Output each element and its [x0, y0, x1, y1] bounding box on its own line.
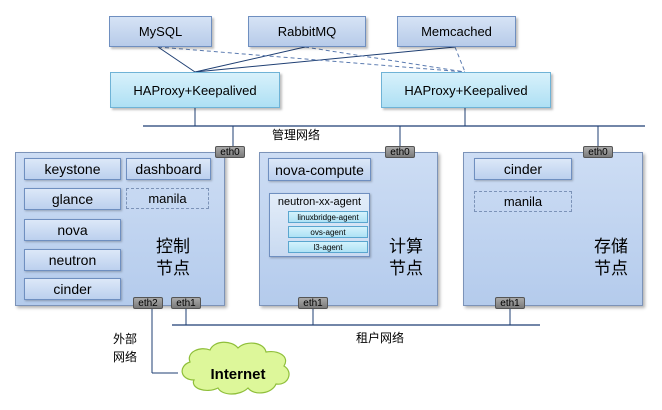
link-memcached-hap2: [454, 46, 466, 73]
compute-node-title: 计算 节点: [381, 236, 431, 280]
nova-compute-service: nova-compute: [268, 158, 371, 181]
control-title-line1: 控制: [156, 237, 190, 256]
haproxy-right-label: HAProxy+Keepalived: [404, 82, 528, 98]
dashboard-label: dashboard: [135, 161, 202, 177]
nova-service: nova: [24, 219, 121, 241]
control-manila-service: manila: [126, 188, 209, 209]
cinder-label: cinder: [53, 281, 92, 297]
control-node-title: 控制 节点: [145, 236, 201, 280]
ovs-agent-label: ovs-agent: [310, 227, 346, 237]
linuxbridge-agent: linuxbridge-agent: [288, 211, 368, 223]
storage-eth0-port: eth0: [583, 146, 613, 158]
control-eth0-port: eth0: [215, 146, 245, 158]
control-eth1-port: eth1: [171, 297, 201, 309]
storage-eth1-port: eth1: [495, 297, 525, 309]
neutron-agent-label: neutron-xx-agent: [277, 196, 362, 208]
neutron-service: neutron: [24, 249, 121, 271]
storage-eth1-label: eth1: [500, 297, 520, 309]
storage-cinder-service: cinder: [474, 158, 572, 180]
management-network-label: 管理网络: [272, 128, 321, 142]
storage-eth0-label: eth0: [588, 146, 608, 158]
compute-eth0-label: eth0: [390, 146, 410, 158]
keystone-label: keystone: [44, 161, 101, 177]
mysql-label: MySQL: [138, 24, 183, 39]
memcached-box: Memcached: [397, 16, 516, 47]
memcached-label: Memcached: [421, 24, 492, 39]
l3-agent: l3-agent: [288, 241, 368, 253]
compute-title-line2: 节点: [389, 259, 423, 278]
rabbitmq-label: RabbitMQ: [277, 24, 337, 39]
tenant-network-label: 租户网络: [356, 331, 405, 345]
nova-compute-label: nova-compute: [275, 161, 364, 178]
link-memcached-hap1: [194, 46, 456, 73]
storage-cinder-label: cinder: [503, 161, 543, 177]
haproxy-left-label: HAProxy+Keepalived: [133, 82, 257, 98]
control-title-line2: 节点: [156, 259, 190, 278]
storage-manila-service: manila: [474, 191, 572, 212]
storage-node-title: 存储 节点: [585, 236, 637, 280]
link-rabbitmq-hap2: [304, 46, 466, 73]
linuxbridge-agent-label: linuxbridge-agent: [297, 212, 359, 222]
glance-label: glance: [51, 191, 94, 207]
storage-title-line2: 节点: [594, 259, 628, 278]
dashboard-service: dashboard: [126, 158, 211, 180]
neutron-label: neutron: [48, 252, 97, 268]
cinder-service: cinder: [24, 278, 121, 300]
glance-service: glance: [24, 188, 121, 210]
rabbitmq-box: RabbitMQ: [248, 16, 366, 47]
storage-title-line1: 存储: [594, 237, 628, 256]
compute-eth1-label: eth1: [303, 297, 323, 309]
mysql-box: MySQL: [109, 16, 212, 47]
storage-manila-label: manila: [503, 194, 543, 209]
control-eth2-label: eth2: [138, 297, 158, 309]
keystone-service: keystone: [24, 158, 121, 180]
control-manila-label: manila: [148, 191, 187, 206]
control-eth0-label: eth0: [220, 146, 240, 158]
compute-eth0-port: eth0: [385, 146, 415, 158]
compute-title-line1: 计算: [389, 237, 423, 256]
internet-label: Internet: [210, 365, 266, 383]
control-eth2-port: eth2: [133, 297, 163, 309]
ovs-agent: ovs-agent: [288, 226, 368, 238]
haproxy-left-box: HAProxy+Keepalived: [110, 72, 280, 108]
link-mysql-hap1: [157, 46, 196, 73]
control-eth1-label: eth1: [176, 297, 196, 309]
internet-cloud-shape: [181, 341, 290, 395]
link-mysql-hap2: [157, 46, 466, 73]
l3-agent-label: l3-agent: [313, 242, 343, 252]
external-network-label: 外部 网络: [112, 332, 137, 364]
haproxy-right-box: HAProxy+Keepalived: [381, 72, 551, 108]
link-rabbitmq-hap1: [194, 46, 306, 73]
compute-eth1-port: eth1: [298, 297, 328, 309]
nova-label: nova: [57, 222, 88, 238]
